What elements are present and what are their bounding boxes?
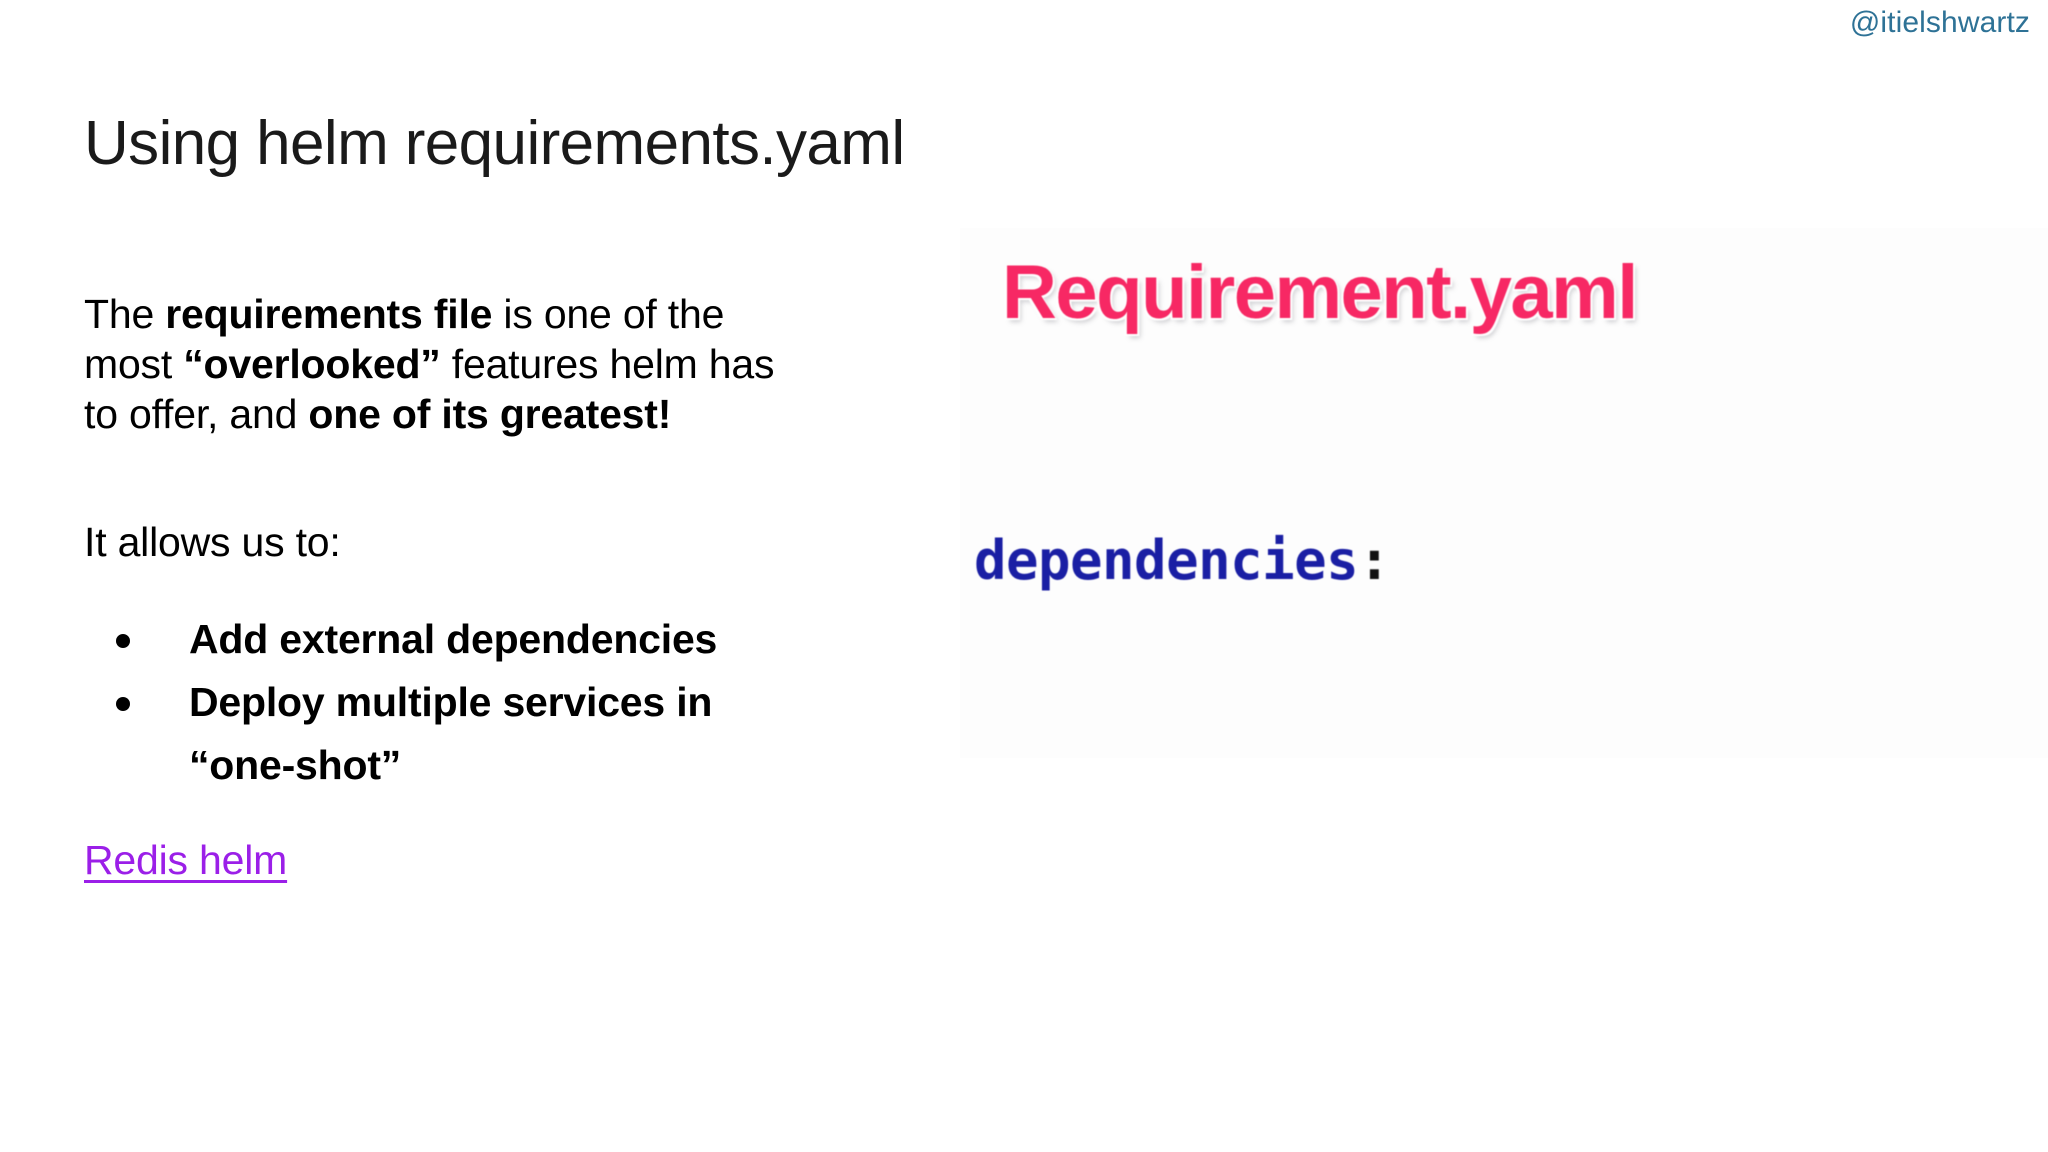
intro-text-part-2: is one of the most	[84, 291, 725, 387]
bullet-dot-icon	[116, 634, 130, 648]
yaml-key: dependencies	[974, 529, 1359, 592]
intro-text-part-1: The	[84, 291, 166, 337]
screenshot-heading: Requirement.yaml	[1002, 250, 1638, 335]
intro-text-part-3: features helm has to offer, and	[84, 341, 775, 437]
bullet-text: Add external dependencies	[189, 616, 718, 662]
left-content-column: The requirements file is one of the most…	[84, 248, 804, 885]
requirements-yaml-screenshot: Requirement.yaml dependencies: – name: r…	[960, 228, 2048, 758]
redis-helm-link[interactable]: Redis helm	[84, 837, 288, 883]
list-item: Add external dependencies	[84, 608, 804, 671]
yaml-code-block: dependencies: – name: redis version: "4.…	[960, 330, 2048, 758]
bullet-dot-icon	[116, 697, 130, 711]
bullet-text: Deploy multiple services in “one-shot”	[189, 679, 713, 788]
list-item: Deploy multiple services in “one-shot”	[84, 671, 804, 797]
screenshot-inner: Requirement.yaml dependencies: – name: r…	[960, 228, 2048, 758]
intro-bold-overlooked: “overlooked”	[183, 341, 441, 387]
author-handle: @itielshwartz	[1849, 6, 2030, 39]
intro-bold-one-of-its-greatest: one of its greatest!	[308, 391, 672, 437]
intro-paragraph: The requirements file is one of the most…	[84, 289, 804, 439]
intro-bold-requirements-file: requirements file	[165, 291, 493, 337]
yaml-colon: :	[1358, 529, 1391, 592]
yaml-line-dependencies: dependencies:	[960, 528, 2048, 594]
capability-bullet-list: Add external dependencies Deploy multipl…	[84, 608, 804, 797]
page-title: Using helm requirements.yaml	[84, 108, 905, 178]
allows-us-to-label: It allows us to:	[84, 519, 341, 565]
